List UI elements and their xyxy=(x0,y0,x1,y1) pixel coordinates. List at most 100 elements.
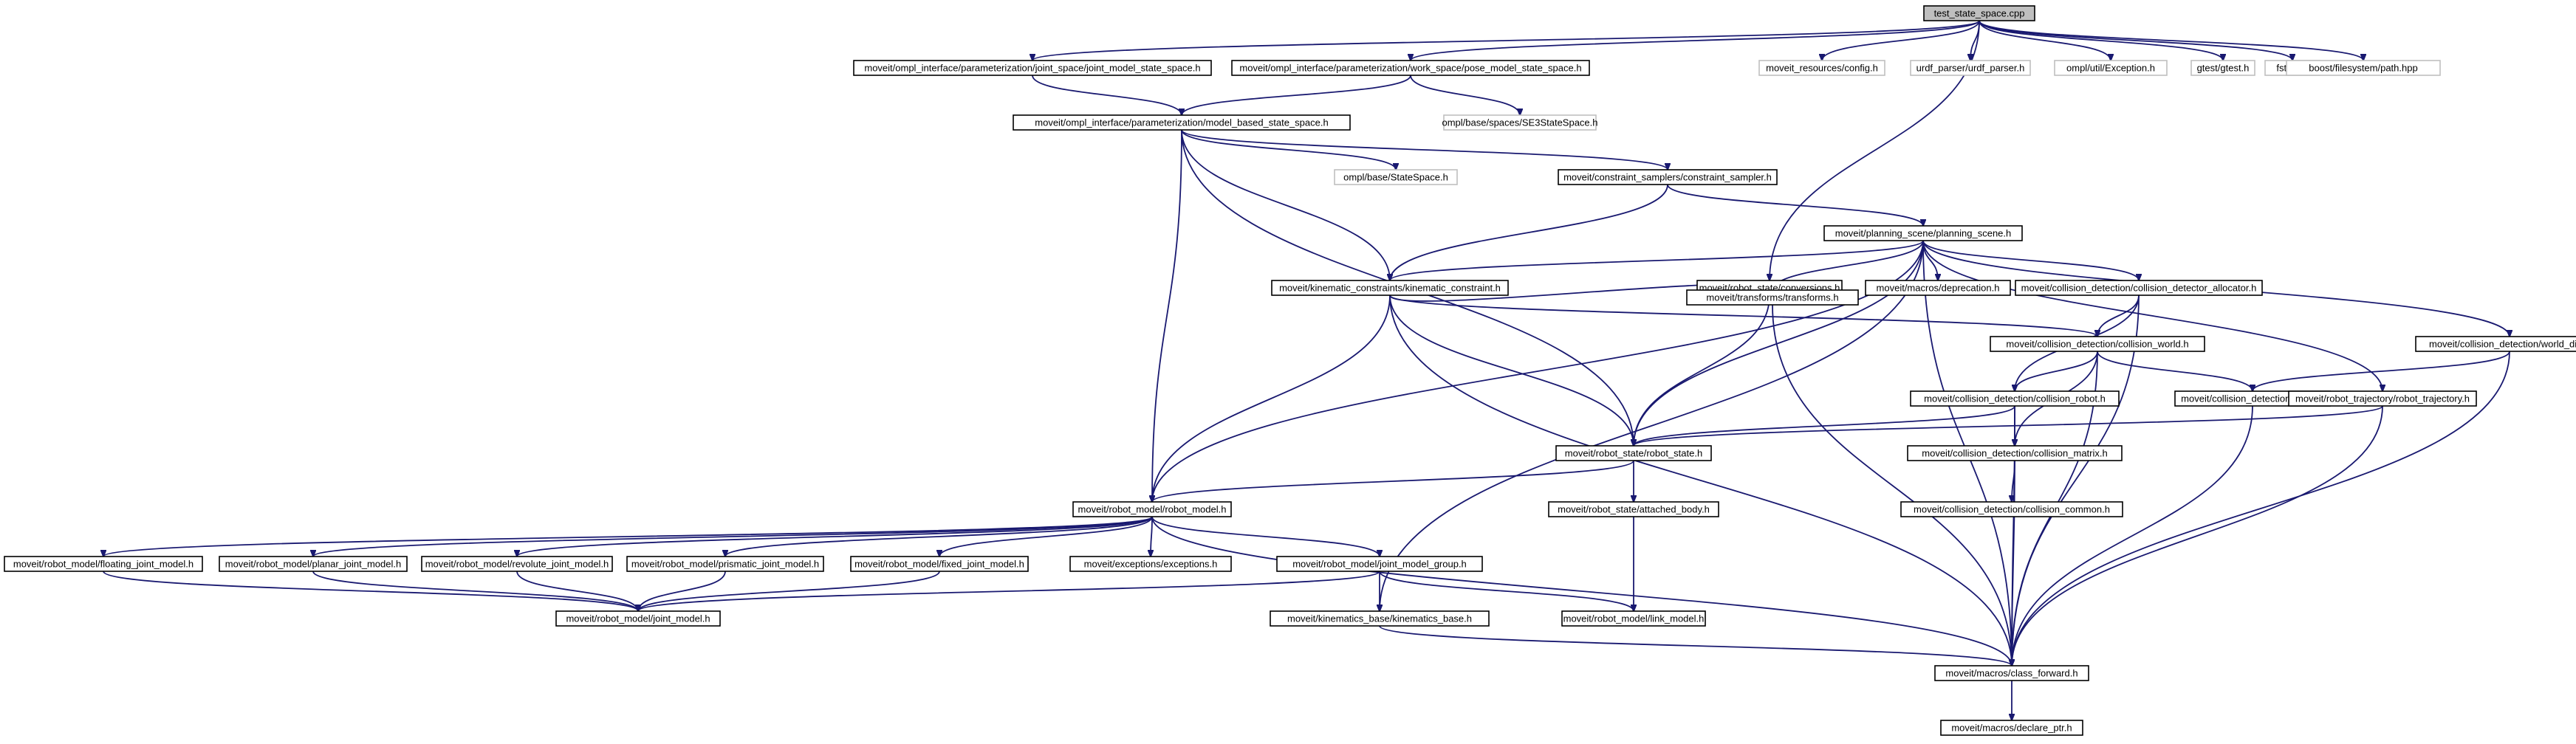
node-label: moveit/robot_state/robot_state.h xyxy=(1565,448,1702,459)
node-box xyxy=(2415,336,2576,352)
node-label: urdf_parser/urdf_parser.h xyxy=(1916,63,2025,74)
node-box xyxy=(1990,336,2205,352)
node-pose-model-state-space[interactable]: moveit/ompl_interface/parameterization/w… xyxy=(1231,60,1590,76)
node-se3[interactable]: ompl/base/spaces/SE3StateSpace.h xyxy=(1442,114,1598,131)
node-gtest[interactable]: gtest/gtest.h xyxy=(2190,60,2255,76)
edge-collision_matrix-to-class_forward xyxy=(2012,460,2015,666)
edge-world-to-class_forward xyxy=(2012,405,2253,666)
node-label: moveit/collision_detection/collision_com… xyxy=(1914,504,2110,515)
node-box xyxy=(2054,60,2168,76)
node-transforms[interactable]: moveit/transforms/transforms.h xyxy=(1686,289,1859,306)
node-planning-scene[interactable]: moveit/planning_scene/planning_scene.h xyxy=(1823,225,2023,241)
node-collision-matrix[interactable]: moveit/collision_detection/collision_mat… xyxy=(1907,445,2123,461)
edge-robot_model-to-class_forward xyxy=(1151,516,2012,666)
node-collision-common[interactable]: moveit/collision_detection/collision_com… xyxy=(1900,501,2123,517)
edge-fixed_joint_model-to-joint_model xyxy=(638,571,940,611)
edge-root-to-gtest xyxy=(1979,20,2223,61)
node-label: moveit/robot_model/revolute_joint_model.… xyxy=(425,559,609,570)
node-deprecation[interactable]: moveit/macros/deprecation.h xyxy=(1865,280,2011,296)
node-link-model[interactable]: moveit/robot_model/link_model.h xyxy=(1561,610,1706,627)
node-box xyxy=(1271,280,1509,296)
node-collision-robot[interactable]: moveit/collision_detection/collision_rob… xyxy=(1910,390,2120,407)
node-joint-model[interactable]: moveit/robot_model/joint_model.h xyxy=(555,610,721,627)
edge-conversions-to-robot_state xyxy=(1634,294,1770,446)
edge-root-to-config xyxy=(1822,20,1980,61)
node-label: moveit_resources/config.h xyxy=(1766,63,1878,74)
node-class-forward[interactable]: moveit/macros/class_forward.h xyxy=(1934,665,2089,681)
node-joint-model-state-space[interactable]: moveit/ompl_interface/parameterization/j… xyxy=(853,60,1212,76)
edge-floating_joint_model-to-joint_model xyxy=(103,571,638,611)
node-box xyxy=(219,556,408,572)
node-planar-joint-model[interactable]: moveit/robot_model/planar_joint_model.h xyxy=(219,556,408,572)
edge-root-to-joint_model_state_space xyxy=(1032,20,1980,61)
node-kinematics-base[interactable]: moveit/kinematics_base/kinematics_base.h xyxy=(1270,610,1490,627)
node-box xyxy=(1270,610,1490,627)
node-label: moveit/robot_model/joint_model_group.h xyxy=(1292,559,1467,570)
node-attached-body[interactable]: moveit/robot_state/attached_body.h xyxy=(1548,501,1719,517)
node-box xyxy=(1231,60,1590,76)
node-joint-model-group[interactable]: moveit/robot_model/joint_model_group.h xyxy=(1276,556,1483,572)
node-robot-model[interactable]: moveit/robot_model/robot_model.h xyxy=(1072,501,1232,517)
edge-planning_scene-to-robot_state xyxy=(1634,240,1924,446)
edge-robot_model-to-fixed_joint_model xyxy=(939,516,1153,557)
node-box xyxy=(850,556,1029,572)
node-label: moveit/robot_model/floating_joint_model.… xyxy=(13,559,193,570)
edge-planning_scene-to-kinematics_base xyxy=(1380,240,1924,611)
node-ompl-statespace[interactable]: ompl/base/StateSpace.h xyxy=(1334,169,1458,185)
edge-model_based_state_space-to-constraint_sampler xyxy=(1181,129,1668,170)
edge-collision_detector_allocator-to-collision_world xyxy=(2097,294,2140,337)
node-constraint-sampler[interactable]: moveit/constraint_samplers/constraint_sa… xyxy=(1558,169,1778,185)
edge-model_based_state_space-to-ompl_statespace xyxy=(1181,129,1396,170)
node-label: moveit/robot_model/planar_joint_model.h xyxy=(225,559,401,570)
node-label: moveit/robot_state/attached_body.h xyxy=(1558,504,1710,515)
edge-prismatic_joint_model-to-joint_model xyxy=(638,571,726,611)
node-collision-world[interactable]: moveit/collision_detection/collision_wor… xyxy=(1990,336,2205,352)
edge-robot_trajectory-to-robot_state xyxy=(1634,405,2383,446)
edge-planning_scene-to-robot_trajectory xyxy=(1922,240,2383,391)
edge-robot_state-to-robot_model xyxy=(1152,460,1634,502)
node-box xyxy=(1558,169,1778,185)
node-world-diff[interactable]: moveit/collision_detection/world_diff.h xyxy=(2415,336,2576,352)
node-boost-path[interactable]: boost/filesystem/path.hpp xyxy=(2286,60,2441,76)
node-label: moveit/collision_detection/collision_det… xyxy=(2021,283,2257,294)
node-label: boost/filesystem/path.hpp xyxy=(2309,63,2417,74)
node-revolute-joint-model[interactable]: moveit/robot_model/revolute_joint_model.… xyxy=(421,556,613,572)
node-box xyxy=(853,60,1212,76)
edge-robot_trajectory-to-class_forward xyxy=(2012,405,2383,666)
node-floating-joint-model[interactable]: moveit/robot_model/floating_joint_model.… xyxy=(4,556,203,572)
node-box xyxy=(2286,60,2441,76)
node-collision-detector-allocator[interactable]: moveit/collision_detection/collision_det… xyxy=(2015,280,2263,296)
node-label: moveit/kinematic_constraints/kinematic_c… xyxy=(1279,283,1501,294)
edge-planning_scene-to-collision_detector_allocator xyxy=(1922,240,2139,280)
node-root[interactable]: test_state_space.cpp xyxy=(1923,5,2035,21)
node-config[interactable]: moveit_resources/config.h xyxy=(1758,60,1885,76)
node-label: moveit/robot_model/joint_model.h xyxy=(566,613,710,624)
edge-model_based_state_space-to-robot_model xyxy=(1152,129,1182,502)
edge-collision_world-to-world xyxy=(2097,351,2253,391)
node-kinematic-constraint[interactable]: moveit/kinematic_constraints/kinematic_c… xyxy=(1271,280,1509,296)
node-model-based-state-space[interactable]: moveit/ompl_interface/parameterization/m… xyxy=(1013,114,1351,131)
node-prismatic-joint-model[interactable]: moveit/robot_model/prismatic_joint_model… xyxy=(626,556,824,572)
node-box xyxy=(2190,60,2255,76)
edge-pose_model_state_space-to-model_based_state_space xyxy=(1182,75,1411,115)
node-box xyxy=(1072,501,1232,517)
node-label: moveit/collision_detection/collision_rob… xyxy=(1924,393,2106,404)
edge-robot_model-to-joint_model_group xyxy=(1151,516,1380,557)
edge-planning_scene-to-kinematic_constraint xyxy=(1390,240,1924,280)
node-robot-trajectory[interactable]: moveit/robot_trajectory/robot_trajectory… xyxy=(2288,390,2477,407)
node-exceptions[interactable]: moveit/exceptions/exceptions.h xyxy=(1069,556,1232,572)
node-label: moveit/ompl_interface/parameterization/m… xyxy=(1035,117,1328,128)
node-urdf-parser[interactable]: urdf_parser/urdf_parser.h xyxy=(1910,60,2031,76)
node-ompl-exception[interactable]: ompl/util/Exception.h xyxy=(2054,60,2168,76)
node-fixed-joint-model[interactable]: moveit/robot_model/fixed_joint_model.h xyxy=(850,556,1029,572)
node-label: moveit/kinematics_base/kinematics_base.h xyxy=(1287,613,1472,624)
node-box xyxy=(1276,556,1483,572)
node-declare-ptr[interactable]: moveit/macros/declare_ptr.h xyxy=(1940,720,2083,736)
nodes-layer: test_state_space.cpp moveit/ompl_interfac… xyxy=(4,5,2576,736)
edge-kinematic_constraint-to-collision_world xyxy=(1389,294,2097,337)
node-label: gtest/gtest.h xyxy=(2197,63,2250,74)
node-robot-state[interactable]: moveit/robot_state/robot_state.h xyxy=(1555,445,1712,461)
edge-root-to-pose_model_state_space xyxy=(1411,20,1980,61)
node-box xyxy=(1907,445,2123,461)
edge-root-to-boost_path xyxy=(1979,20,2363,61)
